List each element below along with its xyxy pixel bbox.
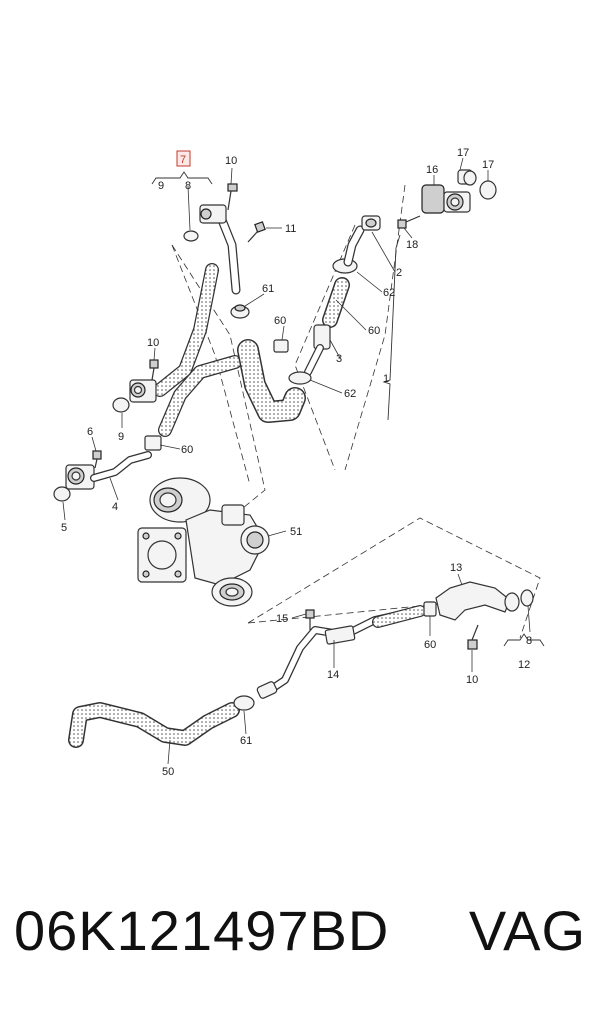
coolant-hose-centre [237,339,306,423]
assembly-boundary-bottom [247,517,541,639]
callout-15: 15 [276,613,288,625]
callout-7-highlight [176,150,191,167]
coolant-hose-50 [68,702,240,748]
pipe-14 [266,601,437,694]
flange-6-left [53,450,102,502]
callout-61-upper: 61 [262,283,274,295]
callout-7: 7 [180,154,186,166]
callout-10-left: 10 [147,337,159,349]
callout-13: 13 [450,562,462,574]
clamp-60-centre [273,339,289,353]
part-number: 06K121497BD [14,899,390,962]
brand-label: VAG [468,899,586,962]
assembly-boundary-left [171,244,266,513]
o-ring-9 [112,397,130,413]
bolt-18 [397,215,421,229]
callout-5: 5 [61,522,67,534]
coolant-hose-right [288,215,381,385]
pipe-4 [90,435,162,482]
callout-18: 18 [406,239,418,251]
leader-lines [62,157,531,765]
bracket-group-1 [382,234,401,421]
callout-60-right: 60 [368,325,380,337]
connector-16 [421,169,497,214]
o-ring-8 [183,230,199,242]
o-ring-8-lower [520,589,534,607]
callout-12: 12 [518,659,530,671]
callout-labels: 7 9 8 10 11 16 17 17 18 2 62 60 3 1 62 6… [61,147,532,778]
callout-14: 14 [327,669,339,681]
callout-50: 50 [162,766,174,778]
bracket-group-12 [503,633,545,647]
callout-61-lower: 61 [240,735,252,747]
turbocharger-51 [137,477,270,607]
clamp-61-upper [230,304,250,319]
clamp-60-lower [423,601,437,617]
pipe-13 [435,581,534,650]
callout-11: 11 [285,223,296,235]
clamp-61-lower [233,681,278,711]
callout-17-b: 17 [482,159,494,171]
callout-2: 2 [396,267,402,279]
callout-62-upper: 62 [383,287,395,299]
callout-62-lower: 62 [344,388,356,400]
callout-16: 16 [426,164,438,176]
bolt-10-top [227,183,238,211]
callout-8-lower: 8 [526,635,532,647]
bracket-group-7 [151,171,213,185]
parts-diagram: 7 9 8 10 11 16 17 17 18 2 62 60 3 1 62 6… [53,147,545,778]
o-ring-17 [479,180,497,200]
coolant-pipe-upper [183,204,241,295]
callout-60-centre: 60 [274,315,286,327]
clamp-62-lower [288,371,312,385]
callout-4: 4 [112,501,118,513]
callout-6: 6 [87,426,93,438]
clamp-60-left [144,435,162,451]
callout-51: 51 [290,526,302,538]
callout-60-lower: 60 [424,639,436,651]
assembly-boundary-right [294,184,406,471]
o-ring-5 [53,486,71,502]
callout-10-top: 10 [225,155,237,167]
flange-10-left [112,359,159,413]
callout-9-top: 9 [158,180,164,192]
callout-8-top: 8 [185,180,191,192]
callout-60-left: 60 [181,444,193,456]
callout-10-lower: 10 [466,674,478,686]
coolant-hose-left [153,263,219,397]
coolant-hose-middle [158,355,242,437]
bolt-11 [247,221,266,243]
callout-9-left: 9 [118,431,124,443]
callout-1: 1 [383,373,389,385]
callout-3: 3 [336,353,342,365]
callout-17-a: 17 [457,147,469,159]
